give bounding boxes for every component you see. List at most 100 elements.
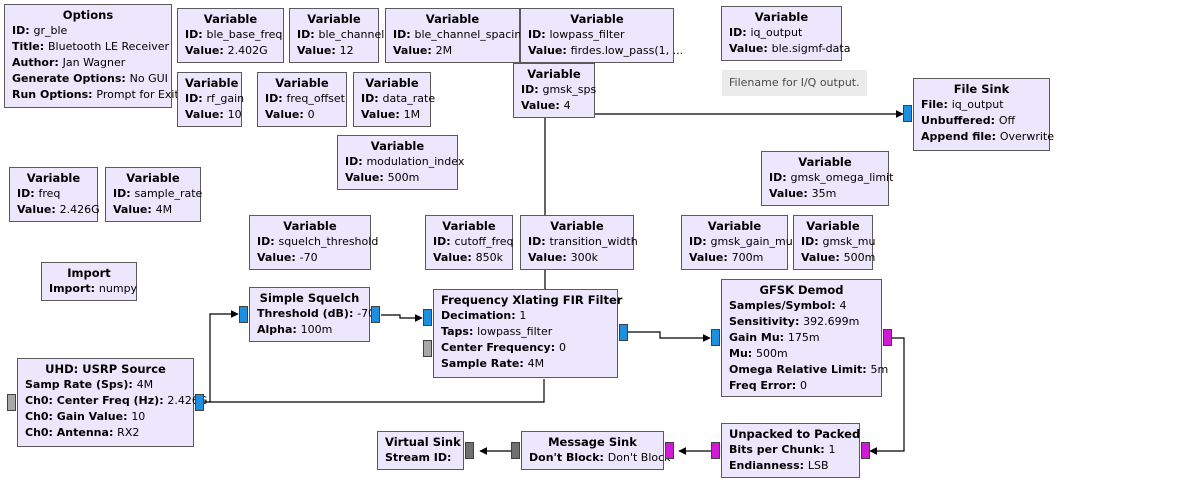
param-value: rf_gain (206, 92, 245, 105)
param-separator: : (427, 44, 436, 57)
param-value: lowpass_filter (549, 28, 625, 41)
usrp-out-port[interactable] (195, 394, 204, 411)
param-value: 300k (570, 251, 599, 264)
param-row: Freq Error: 0 (729, 378, 874, 394)
virtual-sink-port[interactable] (465, 442, 474, 459)
param-row: Unbuffered: Off (921, 113, 1042, 129)
param-key: Value (345, 171, 380, 184)
block-title: Variable (707, 219, 762, 233)
param-row: Import: numpy (49, 281, 137, 297)
squelch-out-port[interactable] (371, 306, 380, 323)
param-separator: : (779, 331, 788, 344)
gfsk-in-port[interactable] (711, 329, 720, 346)
param-row: Value: 500m (345, 170, 450, 186)
file-sink-in-port[interactable] (903, 105, 912, 122)
param-separator: : (835, 251, 844, 264)
xlating-freq-msg-port[interactable] (423, 340, 432, 357)
param-row: Stream ID: (385, 450, 456, 466)
param-value: 175m (787, 331, 820, 344)
param-key: Don't Block (529, 451, 600, 464)
gfsk-out-port[interactable] (883, 329, 892, 346)
param-separator: : (862, 363, 871, 376)
param-key: Samples/Symbol (729, 299, 832, 312)
param-key: Freq Error (729, 379, 792, 392)
param-row: Author: Jan Wagner (12, 55, 164, 71)
param-separator: : (374, 92, 383, 105)
usrp-cmd-port[interactable] (7, 394, 16, 411)
param-row: Sample Rate: 4M (441, 356, 610, 372)
param-key: ID (17, 187, 31, 200)
param-separator: : (198, 28, 207, 41)
param-value: 12 (339, 44, 354, 57)
param-row: Value: ble.sigmf-data (729, 41, 850, 57)
param-key: Value (528, 44, 563, 57)
param-key: ID (769, 171, 783, 184)
block-title: Virtual Sink (385, 435, 461, 449)
param-value: numpy (98, 282, 138, 295)
param-value: 1 (519, 309, 527, 322)
param-key: File (921, 98, 944, 111)
param-row: ID: transition_width (528, 234, 638, 250)
param-key: Omega Relative Limit (729, 363, 863, 376)
param-key: Run Options (12, 88, 89, 101)
param-separator: : (121, 72, 130, 85)
param-row: Mu: 500m (729, 346, 874, 362)
param-separator: : (292, 323, 301, 336)
param-value: ble_base_freq (206, 28, 283, 41)
param-key: Value (769, 187, 804, 200)
param-separator: : (794, 315, 804, 328)
unpack-in-port[interactable] (711, 442, 720, 459)
unpack-out-port[interactable] (861, 442, 870, 459)
param-value: 1M (403, 108, 421, 121)
block-title: Unpacked to Packed (729, 427, 861, 441)
param-value: 0 (558, 341, 566, 354)
message-sink-out-port[interactable] (665, 442, 674, 459)
param-row: Value: 4 (521, 98, 587, 114)
param-key: Sample Rate (441, 357, 520, 370)
param-row: ID: gmsk_mu (801, 234, 875, 250)
param-separator: : (446, 235, 455, 248)
edge-usrp-to-squelch (204, 310, 239, 403)
param-value: 4M (155, 203, 173, 216)
param-row: ID: gr_ble (12, 23, 164, 39)
squelch-in-port[interactable] (239, 306, 248, 323)
param-value: 2.402G (227, 44, 268, 57)
param-value: RX2 (117, 426, 140, 439)
xlating-out-port[interactable] (619, 324, 628, 341)
param-separator: : (270, 235, 279, 248)
message-sink-in-port[interactable] (511, 442, 520, 459)
param-row: ID: freq_offset (265, 91, 345, 107)
xlating-in-port[interactable] (423, 309, 432, 326)
param-row: ID: gmsk_gain_mu (689, 234, 793, 250)
param-row: File: iq_output (921, 97, 1042, 113)
param-value: gmsk_omega_limit (790, 171, 894, 184)
